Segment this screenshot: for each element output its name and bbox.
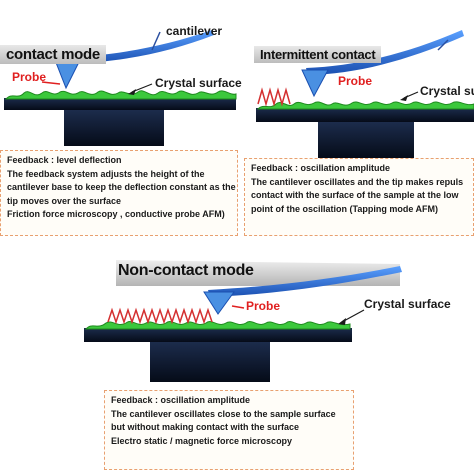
probe-tip [301,69,329,98]
feedback-line: but without making contact with the surf… [111,422,300,432]
probe-label: Probe [338,74,373,88]
crystal-surface-label: Crystal su [420,84,474,98]
probe-arrow [231,305,245,309]
feedback-line: point of the oscillation (Tapping mode A… [251,203,438,214]
feedback-line: Friction force microscopy , conductive p… [7,209,225,219]
stage-pillar [150,342,270,382]
noncontact-mode-panel: Non-contact mode Probe Crystal surface F… [80,250,474,474]
contact-mode-panel: contact mode cantilever Probe Crystal su… [0,0,242,240]
contact-mode-illustration [4,30,237,146]
feedback-line: The feedback system adjusts the height o… [7,168,205,179]
stage-top [4,98,236,110]
stage-top [84,328,352,342]
noncontact-mode-title: Non-contact mode [118,262,254,279]
crystal-arrowhead [338,318,346,325]
probe-label: Probe [246,299,281,313]
cantilever [208,266,402,297]
crystal-arrowhead [400,95,408,101]
feedback-line: Feedback : level deflection [7,155,122,165]
contact-feedback-box: Feedback : level deflection The feedback… [0,150,238,236]
probe-arrow [41,81,61,85]
crystal-surface [4,90,237,100]
crystal-surface [84,321,351,330]
oscillation-wave [257,87,291,107]
crystal-surface-label: Crystal surface [364,297,451,311]
contact-mode-title: contact mode [0,45,106,64]
intermittent-mode-panel: Intermittent contact Probe Crystal su Fe… [242,0,474,240]
cantilever-label: cantilever [166,24,223,38]
stage-top [256,108,474,122]
probe-label: Probe [12,70,47,84]
feedback-line: Feedback : oscillation amplitude [251,163,391,173]
oscillation-wave [107,307,213,325]
cantilever-arrow [437,39,449,51]
stage-pillar [318,122,414,158]
crystal-surface [256,101,474,110]
feedback-line: Feedback : oscillation amplitude [111,395,251,405]
stage-pillar [64,110,164,146]
feedback-line: contact with the surface of the sample a… [251,190,459,200]
intermittent-feedback-box: Feedback : oscillation amplitude The can… [244,158,474,236]
feedback-line: cantilever base to keep the deflection c… [7,182,236,192]
feedback-line: tip moves over the surface [7,195,122,206]
intermittent-mode-title: Intermittent contact [254,46,382,63]
intermittent-mode-illustration [256,30,474,158]
crystal-surface-label: Crystal surface [155,76,242,90]
cantilever-arrow [151,31,161,51]
crystal-arrowhead [128,89,136,95]
noncontact-mode-illustration [84,260,402,382]
feedback-line: The cantilever oscillates close to the s… [111,408,336,419]
noncontact-feedback-box: Feedback : oscillation amplitude The can… [104,390,354,470]
feedback-line: Electro static / magnetic force microsco… [111,435,293,446]
feedback-line: The cantilever oscillates and the tip ma… [251,176,464,187]
probe-tip [203,291,235,315]
